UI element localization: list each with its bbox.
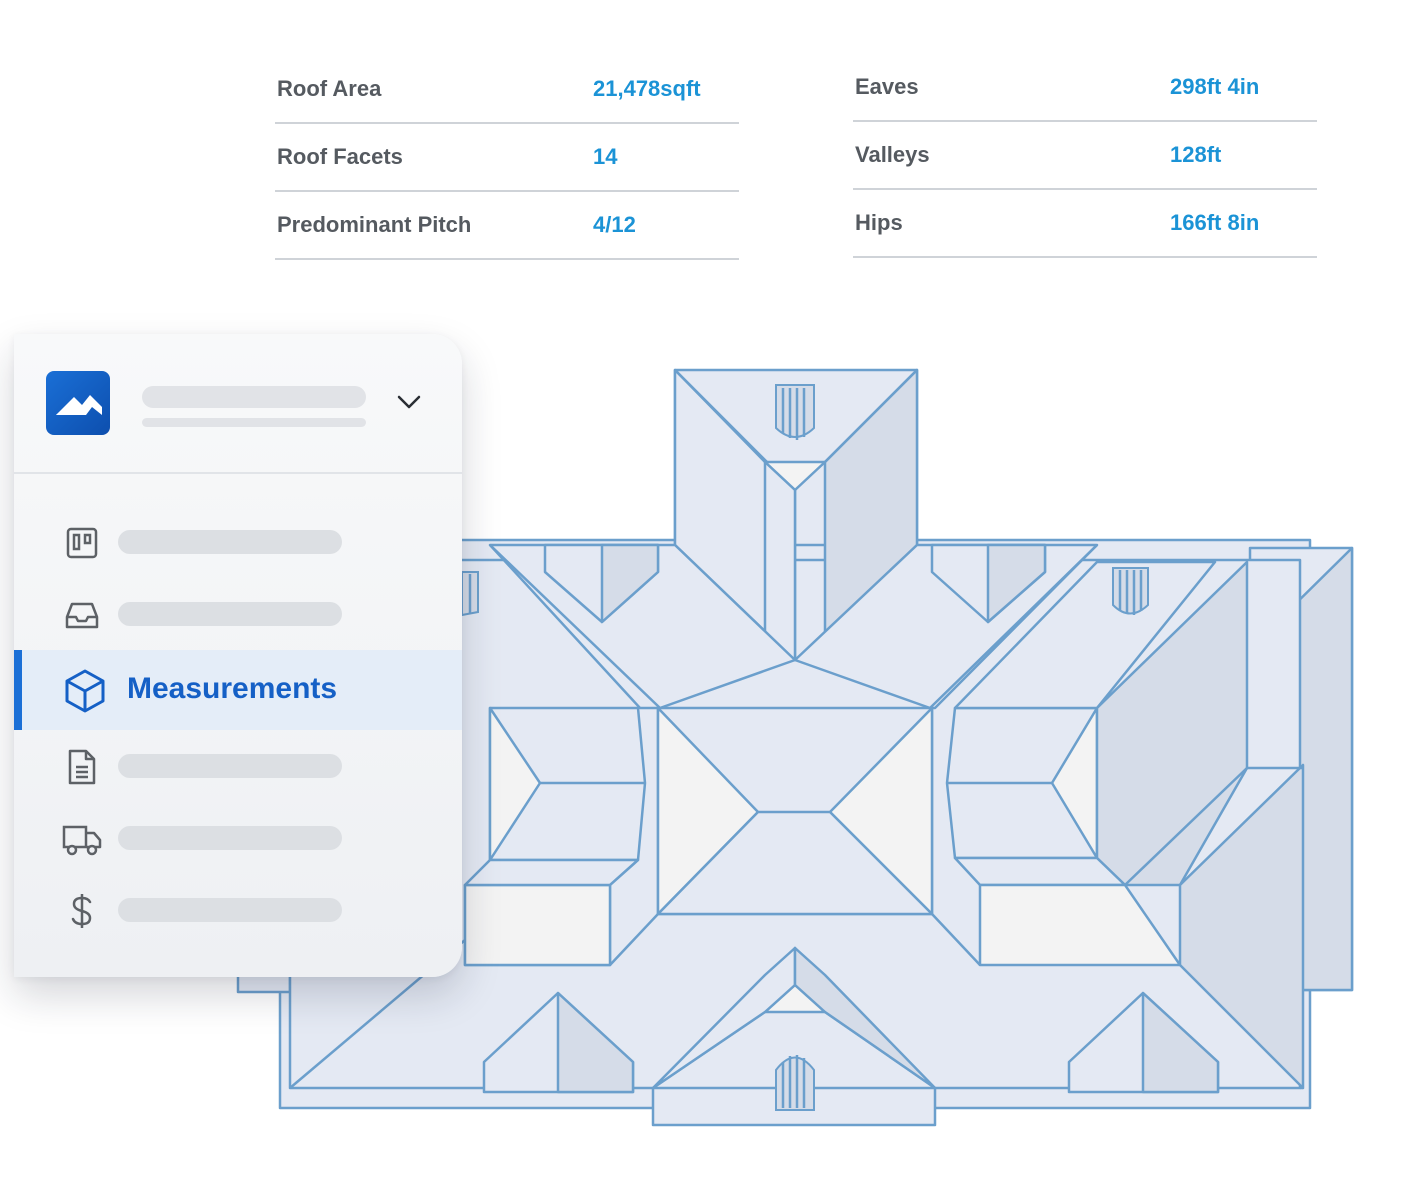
stat-label: Roof Facets (277, 144, 403, 169)
roof-tower-left (763, 460, 797, 662)
sidebar-item-payments[interactable] (14, 874, 462, 946)
sidebar-header[interactable] (14, 334, 462, 474)
house-roof-logo (46, 371, 110, 435)
stat-label: Eaves (855, 74, 919, 99)
roof-center-bottom (656, 810, 934, 916)
kanban-board-icon (66, 527, 98, 559)
stat-value: 21,478sqft (593, 76, 701, 101)
sidebar-item-placeholder (118, 530, 342, 554)
account-name-placeholder (142, 386, 366, 408)
roof-dormer-tl-side (600, 543, 660, 624)
active-indicator (14, 650, 22, 730)
stat-label: Predominant Pitch (277, 212, 472, 237)
stat-row-valleys: Valleys 128ft (853, 122, 1317, 190)
house-roof-logo-icon (56, 395, 102, 415)
stat-label: Roof Area (277, 76, 382, 101)
truck-icon (62, 825, 102, 856)
stat-row-predominant-pitch: Predominant Pitch 4/12 (275, 192, 739, 260)
roof-left-lower-face (463, 883, 612, 967)
roof-right-lower-top (953, 856, 1127, 887)
sidebar-item-placeholder (118, 602, 342, 626)
roof-dormer-bl-side (556, 991, 635, 1094)
document-icon (68, 749, 96, 785)
stat-value: 298ft 4in (1170, 74, 1260, 99)
stat-label: Hips (855, 210, 903, 235)
roof-dormer-br-side (1141, 991, 1220, 1094)
roof-bottom-gable-right (793, 946, 937, 1090)
stat-value: 4/12 (593, 212, 636, 237)
sidebar-item-placeholder (118, 898, 342, 922)
stat-row-hips: Hips 166ft 8in (853, 190, 1317, 258)
stat-row-roof-area: Roof Area 21,478sqft (275, 56, 739, 124)
vent-icon (1112, 567, 1149, 615)
stats-table-right: Eaves 298ft 4in Valleys 128ft Hips 166ft… (853, 54, 1317, 258)
stat-row-eaves: Eaves 298ft 4in (853, 54, 1317, 122)
vent-icon (461, 571, 479, 617)
sidebar-item-placeholder (118, 826, 342, 850)
sidebar-item-documents[interactable] (14, 730, 462, 802)
stats-table-left: Roof Area 21,478sqft Roof Facets 14 Pred… (275, 56, 739, 260)
roof-left-lower-top (463, 858, 640, 887)
account-subtitle-placeholder (142, 418, 366, 427)
vent-icon (775, 384, 815, 440)
stat-value: 166ft 8in (1170, 210, 1260, 235)
inbox-tray-icon (65, 602, 99, 629)
stat-label: Valleys (855, 142, 930, 167)
stat-value: 128ft (1170, 142, 1222, 167)
cube-icon (65, 669, 105, 713)
sidebar-item-label: Measurements (127, 672, 338, 705)
roof-right-upper (953, 560, 1217, 710)
sidebar-item-placeholder (118, 754, 342, 778)
chevron-down-icon[interactable] (394, 392, 424, 412)
sidebar-card: Measurements (14, 334, 462, 977)
sidebar-item-board[interactable] (14, 506, 462, 578)
dollar-sign-icon (71, 894, 92, 928)
sidebar-item-measurements[interactable]: Measurements (14, 650, 462, 730)
stat-value: 14 (593, 144, 618, 169)
sidebar-item-deliveries[interactable] (14, 802, 462, 874)
vent-icon (775, 1055, 815, 1111)
roof-left-bay-end (488, 706, 542, 862)
stat-row-roof-facets: Roof Facets 14 (275, 124, 739, 192)
sidebar-item-inbox[interactable] (14, 578, 462, 650)
roof-dormer-tr-side (986, 543, 1047, 624)
